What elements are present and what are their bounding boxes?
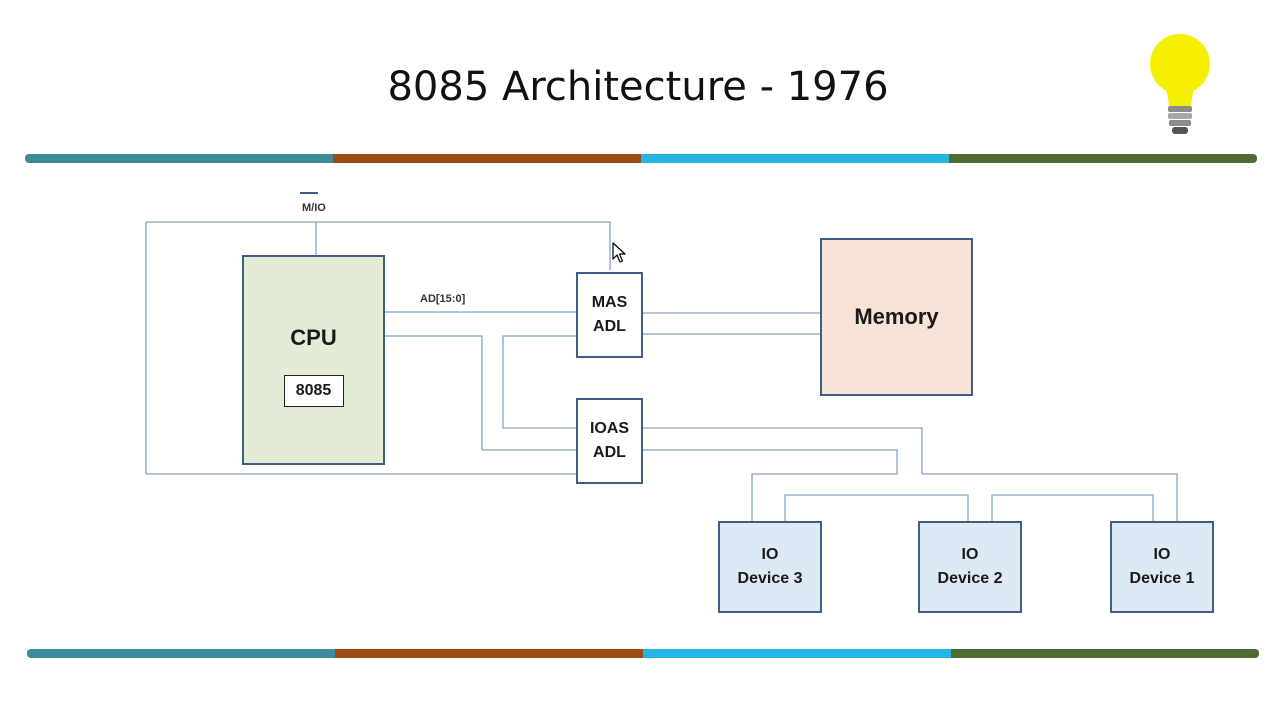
mas-line-1: MAS <box>591 294 628 311</box>
control-loop-wire <box>145 221 611 475</box>
device-2-line-1: IO <box>961 546 979 563</box>
ioas-device-bus-b <box>643 449 898 521</box>
io-device-3-block: IO Device 3 <box>718 521 822 613</box>
cpu-block: CPU 8085 <box>242 255 385 465</box>
device-1-line-2: Device 1 <box>1129 570 1195 587</box>
divider-segment-green <box>949 154 1257 163</box>
divider-segment-blue <box>643 649 951 658</box>
mio-overbar <box>300 192 318 194</box>
device-3-line-2: Device 3 <box>737 570 803 587</box>
mio-signal-label: M/IO <box>302 202 326 214</box>
divider-segment-blue <box>641 154 949 163</box>
mas-line-2: ADL <box>593 318 626 335</box>
cpu-ioas-wire <box>385 335 576 451</box>
mas-ioas-wire <box>502 335 576 429</box>
bottom-color-divider <box>27 649 1259 658</box>
device-branch-2 <box>991 494 1154 521</box>
device-1-line-1: IO <box>1153 546 1171 563</box>
divider-segment-green <box>951 649 1259 658</box>
lightbulb-icon <box>1146 28 1216 145</box>
slide-title: 8085 Architecture - 1976 <box>387 64 889 110</box>
divider-segment-teal <box>25 154 333 163</box>
io-device-2-block: IO Device 2 <box>918 521 1022 613</box>
divider-segment-teal <box>27 649 335 658</box>
device-branch-1 <box>784 494 969 521</box>
ioas-device-bus-a <box>643 427 1178 521</box>
divider-segment-brown <box>335 649 643 658</box>
ioas-line-2: ADL <box>593 444 626 461</box>
cpu-label: CPU <box>290 325 337 350</box>
mas-block: MAS ADL <box>576 272 643 358</box>
device-2-line-2: Device 2 <box>937 570 1003 587</box>
memory-label: Memory <box>854 304 939 329</box>
memory-block: Memory <box>820 238 973 396</box>
device-3-line-1: IO <box>761 546 779 563</box>
address-bus-label: AD[15:0] <box>420 293 466 305</box>
cpu-chip-label: 8085 <box>283 375 344 407</box>
top-color-divider <box>25 154 1257 163</box>
ioas-block: IOAS ADL <box>576 398 643 484</box>
divider-segment-brown <box>333 154 641 163</box>
ioas-line-1: IOAS <box>589 420 630 437</box>
io-device-1-block: IO Device 1 <box>1110 521 1214 613</box>
mouse-cursor-icon <box>612 242 628 269</box>
